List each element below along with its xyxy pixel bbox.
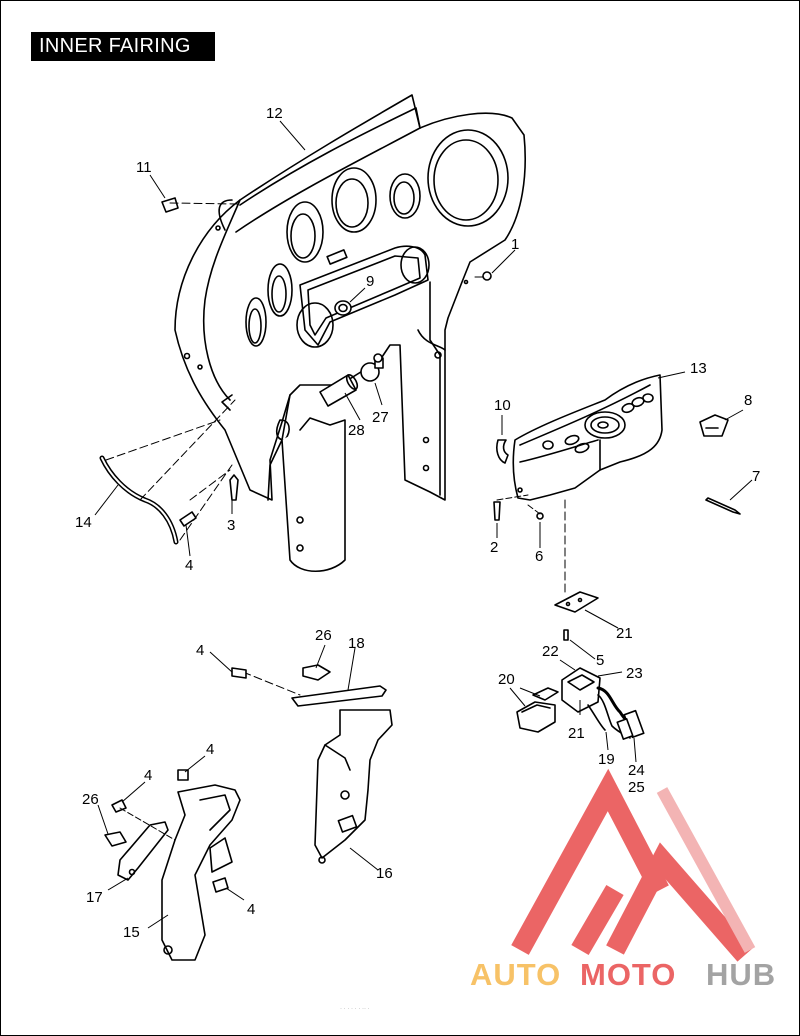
leader-lines xyxy=(94,120,753,929)
callout-28: 28 xyxy=(348,422,365,439)
callout-13: 13 xyxy=(690,360,707,377)
callout-4e: 4 xyxy=(247,901,255,918)
callout-14: 14 xyxy=(75,514,92,531)
callout-26b: 26 xyxy=(82,791,99,808)
callout-25: 25 xyxy=(628,779,645,796)
switch-harness-assembly xyxy=(516,667,645,740)
weatherstrip-part-14 xyxy=(99,399,236,545)
callout-17: 17 xyxy=(86,889,103,906)
callout-1: 1 xyxy=(511,236,519,253)
bracket-part-17 xyxy=(104,799,176,881)
callout-9: 9 xyxy=(366,273,374,290)
inner-fairing-body xyxy=(161,94,526,572)
callout-23: 23 xyxy=(626,665,643,682)
callout-8: 8 xyxy=(744,392,752,409)
callout-4c: 4 xyxy=(206,741,214,758)
callout-4b: 4 xyxy=(196,642,204,659)
bracket-part-15 xyxy=(161,769,241,961)
bracket-part-16 xyxy=(314,709,393,864)
callout-22: 22 xyxy=(542,643,559,660)
callout-6: 6 xyxy=(535,548,543,565)
callout-18: 18 xyxy=(348,635,365,652)
callout-16: 16 xyxy=(376,865,393,882)
callout-11: 11 xyxy=(136,159,152,176)
callout-12: 12 xyxy=(266,105,283,122)
watermark-hub: HUB xyxy=(706,957,776,992)
footer-faint-text: · · · · · · ·· · xyxy=(340,1006,370,1012)
callout-27: 27 xyxy=(372,409,389,426)
callout-labels: 12 11 1 9 27 28 13 10 8 7 2 6 3 4 14 21 … xyxy=(75,105,760,941)
callout-2: 2 xyxy=(490,539,498,556)
callout-24: 24 xyxy=(628,762,645,779)
callout-7: 7 xyxy=(752,468,760,485)
watermark-logo: AUTO MOTO HUB xyxy=(470,768,776,992)
watermark-auto: AUTO xyxy=(470,957,561,992)
callout-15: 15 xyxy=(123,924,140,941)
callout-4d: 4 xyxy=(144,767,152,784)
callout-21b: 21 xyxy=(568,725,585,742)
watermark-moto: MOTO xyxy=(580,957,676,992)
callout-20: 20 xyxy=(498,671,515,688)
bracket-part-18 xyxy=(231,664,387,707)
watermark-triangle-mark xyxy=(511,768,756,962)
callout-3: 3 xyxy=(227,517,235,534)
callout-21: 21 xyxy=(616,625,633,642)
callout-26: 26 xyxy=(315,627,332,644)
callout-4: 4 xyxy=(185,557,193,574)
callout-5: 5 xyxy=(596,652,604,669)
callout-10: 10 xyxy=(494,397,511,414)
callout-19: 19 xyxy=(598,751,615,768)
diagram-title: INNER FAIRING xyxy=(31,32,215,61)
gauge-console-part-13 xyxy=(512,374,663,501)
